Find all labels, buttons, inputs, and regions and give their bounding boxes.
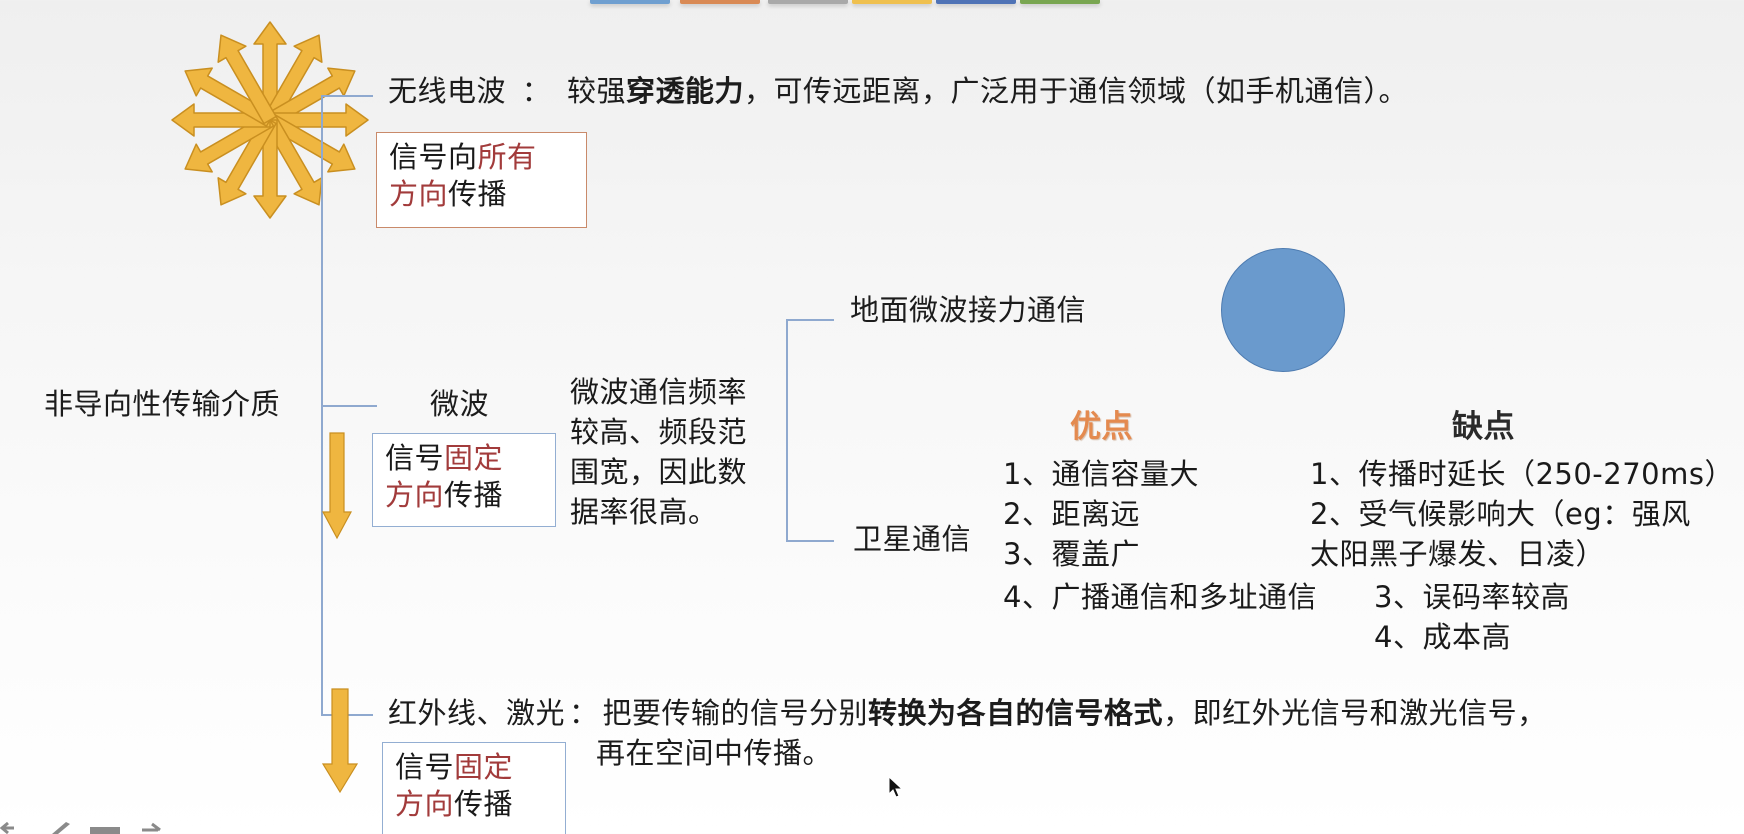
note-text: 传播 — [448, 177, 508, 211]
gray-tab — [768, 0, 848, 4]
disadvantages-title: 缺点 — [1452, 409, 1515, 445]
branch-bracket-bottom — [786, 540, 834, 542]
desc-line: 较高、频段范 — [570, 415, 748, 449]
note-text: 信号向 — [389, 140, 478, 174]
player-toolbar — [0, 820, 200, 834]
infrared-laser-label: 红外线、激光 — [388, 696, 566, 730]
orange-tab — [680, 0, 760, 4]
disadvantage-item: 太阳黑子爆发、日凌） — [1310, 537, 1606, 571]
branch-bracket-vertical — [786, 319, 788, 541]
darkblue-tab — [936, 0, 1016, 4]
desc-line: 据率很高。 — [570, 495, 718, 529]
infrared-note-box: 信号固定 方向传播 — [382, 742, 566, 834]
branch-bracket-top — [786, 319, 834, 321]
disadvantage-item: 2、受气候影响大（eg：强风 — [1310, 497, 1691, 531]
disadvantage-item: 4、成本高 — [1374, 620, 1511, 654]
infrared-desc-bold: 转换为各自的信号格式 — [868, 696, 1164, 730]
microwave-note-box: 信号固定 方向传播 — [372, 433, 556, 527]
satellite-label: 卫星通信 — [853, 522, 972, 556]
microwave-description: 微波通信频率 较高、频段范 围宽，因此数 据率很高。 — [570, 372, 747, 532]
blue-tab — [590, 0, 670, 4]
note-emphasis: 方向 — [389, 177, 449, 211]
note-text: 传播 — [444, 478, 504, 512]
disadvantages-list: 1、传播时延长（250-270ms） 2、受气候影响大（eg：强风 太阳黑子爆发… — [1310, 454, 1734, 657]
infrared-desc-prefix: 把要传输的信号分别 — [602, 696, 869, 730]
advantage-item: 2、距离远 — [1003, 497, 1140, 531]
microwave-label: 微波 — [430, 387, 490, 421]
desc-line: 围宽，因此数 — [570, 455, 748, 489]
infrared-laser-row: 红外线、激光：把要传输的信号分别转换为各自的信号格式，即红外光信号和激光信号， — [388, 694, 1547, 732]
radio-wave-colon: ： — [521, 74, 552, 108]
note-text: 信号 — [385, 441, 445, 475]
note-emphasis: 固定 — [444, 441, 504, 475]
earth-circle-shape — [1221, 248, 1345, 372]
disadvantage-item: 1、传播时延长（250-270ms） — [1310, 457, 1734, 491]
mouse-cursor-icon — [888, 776, 904, 798]
slide-view-icon[interactable] — [90, 827, 120, 834]
infrared-laser-colon: ： — [569, 696, 599, 730]
radio-wave-desc-suffix: ，可传远距离，广泛用于通信领域（如手机通信）。 — [744, 74, 1409, 108]
note-emphasis: 所有 — [477, 140, 537, 174]
note-text: 信号 — [395, 750, 455, 784]
note-emphasis: 方向 — [385, 478, 445, 512]
radio-wave-label: 无线电波 — [388, 74, 507, 108]
radio-wave-desc-prefix: 较强 — [566, 74, 626, 108]
gold-tab — [852, 0, 932, 4]
previous-icon[interactable] — [0, 822, 14, 834]
infrared-desc-line2: 再在空间中传播。 — [596, 736, 833, 770]
connector-microwave — [321, 405, 377, 407]
green-tab — [1020, 0, 1100, 4]
disadvantage-item: 3、误码率较高 — [1374, 580, 1570, 614]
radio-wave-row: 无线电波 ： 较强穿透能力，可传远距离，广泛用于通信领域（如手机通信）。 — [388, 72, 1408, 110]
omnidirectional-starburst-icon — [171, 21, 369, 219]
advantage-item: 4、广播通信和多址通信 — [1003, 580, 1317, 614]
terrestrial-microwave-label: 地面微波接力通信 — [850, 293, 1087, 327]
desc-line: 微波通信频率 — [570, 375, 748, 409]
advantage-item: 3、覆盖广 — [1003, 537, 1140, 571]
down-arrow-icon — [322, 688, 358, 794]
note-emphasis: 方向 — [395, 787, 455, 821]
advantage-item: 1、通信容量大 — [1003, 457, 1199, 491]
note-emphasis: 固定 — [454, 750, 514, 784]
next-icon[interactable] — [142, 822, 164, 834]
connector-radio — [321, 95, 373, 97]
advantages-title: 优点 — [1070, 409, 1133, 445]
root-node-label: 非导向性传输介质 — [44, 387, 281, 421]
radio-wave-desc-bold: 穿透能力 — [625, 74, 744, 108]
radio-wave-note-box: 信号向所有 方向传播 — [376, 132, 587, 228]
pen-icon[interactable] — [50, 820, 72, 834]
down-arrow-icon — [322, 432, 352, 540]
infrared-desc-suffix: ，即红外光信号和激光信号， — [1163, 696, 1547, 730]
advantages-list: 1、通信容量大 2、距离远 3、覆盖广 4、广播通信和多址通信 — [1003, 454, 1317, 617]
note-text: 传播 — [454, 787, 514, 821]
